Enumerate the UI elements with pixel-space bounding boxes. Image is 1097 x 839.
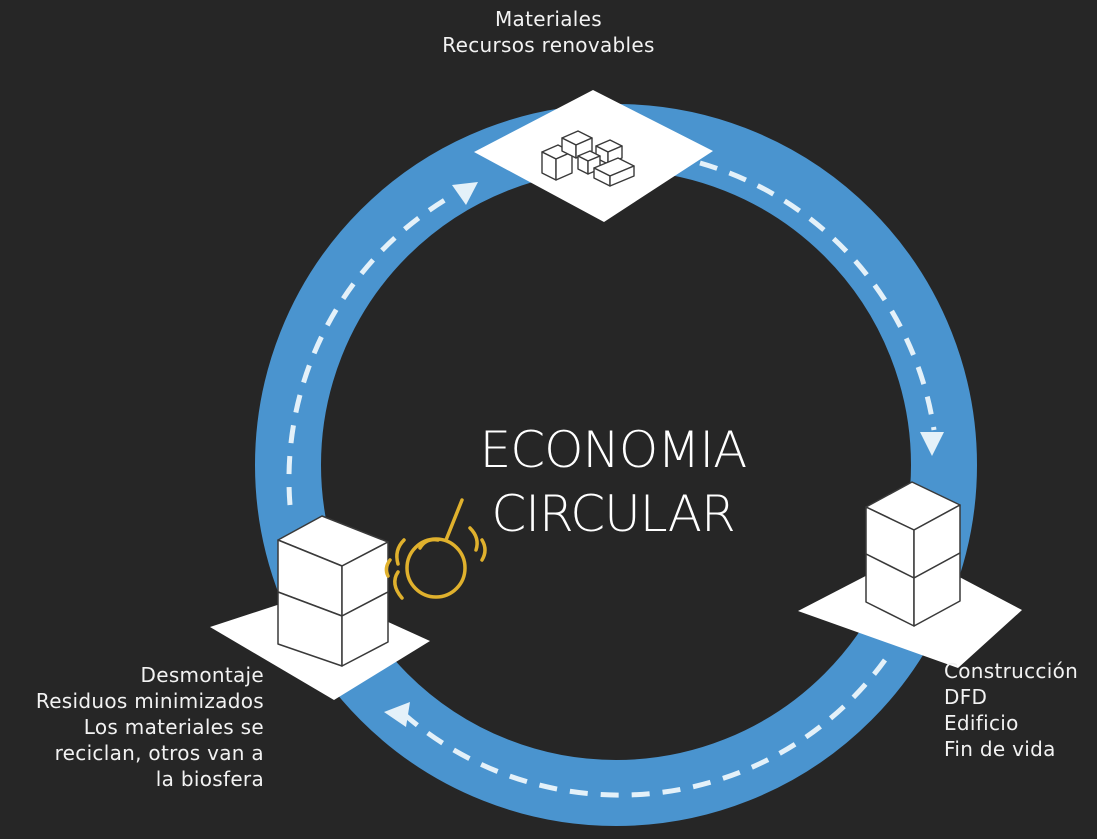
- materials-blocks-icon: [541, 130, 635, 187]
- dismantling-label-line-5: la biosfera: [155, 767, 264, 791]
- arrowhead-top-left: [452, 182, 478, 205]
- dismantling-label-line-2: Residuos minimizados: [35, 689, 264, 713]
- arrowhead-right: [920, 432, 944, 456]
- materials-label: Materiales Recursos renovables: [0, 6, 1097, 58]
- dismantling-label-line-4: reciclan, otros van a: [54, 741, 264, 765]
- construction-label-line-1: Construcción: [944, 659, 1079, 683]
- building-stack-icon: [865, 481, 961, 627]
- dismantling-node: [210, 498, 487, 700]
- diagram-title: ECONOMIA CIRCULAR: [458, 418, 768, 546]
- construction-label-line-3: Edificio: [944, 711, 1019, 735]
- title-line-2: CIRCULAR: [491, 485, 735, 543]
- materials-label-line-2: Recursos renovables: [442, 33, 655, 57]
- building-stack-left-icon: [277, 515, 389, 667]
- title-line-1: ECONOMIA: [479, 421, 748, 479]
- dismantling-label: Desmontaje Residuos minimizados Los mate…: [36, 662, 264, 792]
- materials-label-line-1: Materiales: [495, 7, 602, 31]
- flow-arrow-left-to-top: [286, 191, 457, 506]
- arrowhead-bottom-left: [384, 702, 410, 727]
- flow-arrowheads: [384, 182, 944, 727]
- flow-arrow-top-to-right: [699, 160, 937, 431]
- dismantling-label-line-1: Desmontaje: [140, 663, 264, 687]
- construction-label: Construcción DFD Edificio Fin de vida: [944, 658, 1078, 762]
- materials-node: [474, 90, 713, 222]
- flow-arrows: [286, 160, 937, 798]
- construction-label-line-4: Fin de vida: [944, 737, 1056, 761]
- dismantling-label-line-3: Los materiales se: [83, 715, 264, 739]
- wrecking-ball-icon: [384, 498, 487, 600]
- construction-node: [798, 481, 1022, 668]
- construction-label-line-2: DFD: [944, 685, 988, 709]
